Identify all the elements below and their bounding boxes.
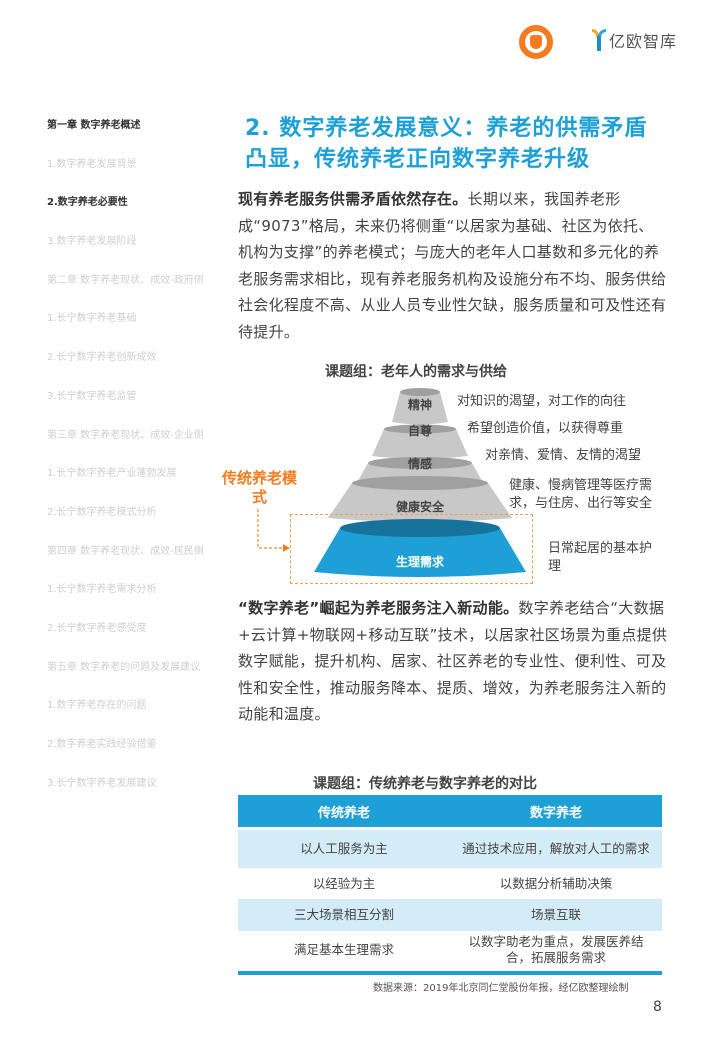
- level-label-health-safety: 健康安全: [395, 500, 444, 514]
- toc-chapter-5[interactable]: 第五章 数字养老的问题及发展建议: [47, 661, 201, 673]
- figure2-title: 课题组：传统养老与数字养老的对比: [313, 776, 537, 792]
- toc-chapter-3[interactable]: 第三章 数字养老现状、成效-企业侧: [47, 429, 204, 441]
- level-label-physiological: 生理需求: [395, 555, 444, 569]
- level-desc-physiological: 日常起居的基本护理: [548, 541, 653, 574]
- level-desc-health-safety: 健康、慢病管理等医疗需求，与住房、出行等安全: [509, 478, 653, 511]
- table-bottom-rule: [238, 971, 662, 975]
- toc-item[interactable]: 2.长宁数字养老创新成效: [47, 352, 157, 364]
- paragraph-body: 数字养老结合“大数据+云计算+物联网+移动互联”技术，以居家社区场景为重点提供数…: [238, 599, 668, 724]
- page-number: 8: [653, 999, 662, 1015]
- toc-item[interactable]: 3.数字养老发展阶段: [47, 236, 137, 248]
- toc-chapter-1[interactable]: 第一章 数字养老概述: [47, 120, 141, 131]
- pyramid-level-health-safety: [328, 476, 512, 522]
- table-cell: 以数字助老为重点，发展医养结合，拓展服务需求: [468, 934, 644, 965]
- table-row: 以人工服务为主 通过技术应用，解放对人工的需求: [238, 828, 662, 868]
- toc-item[interactable]: 1.长宁数字养老基础: [47, 313, 137, 325]
- table-row: 三大场景相互分割 场景互联: [238, 899, 662, 931]
- toc-item[interactable]: 1.数字养老存在的问题: [47, 700, 147, 712]
- level-label-spirit: 精神: [407, 398, 432, 412]
- toc-item[interactable]: 1.长宁数字养老产业蓬勃发展: [47, 468, 177, 480]
- paragraph-body: 长期以来，我国养老形成“9073”格局，未来仍将侧重“以居家为基础、社区为依托、…: [238, 190, 667, 341]
- toc-item[interactable]: 3.长宁数字养老发展建议: [47, 777, 157, 789]
- level-desc-spirit: 对知识的渴望，对工作的向往: [457, 394, 627, 409]
- toc-item[interactable]: 2.数字养老实践经验借鉴: [47, 739, 157, 750]
- level-label-esteem: 自尊: [407, 424, 432, 438]
- traditional-mode-highlight-box: [290, 514, 533, 584]
- arrow-connector-icon: [257, 509, 290, 552]
- toc-item-active[interactable]: 2.数字养老必要性: [47, 197, 128, 209]
- table-cell: 三大场景相互分割: [238, 899, 450, 931]
- toc-chapter-2[interactable]: 第二章 数字养老现状、成效-政府侧: [47, 274, 204, 286]
- level-desc-emotion: 对亲情、爱情、友情的渴望: [485, 448, 642, 463]
- paragraph-lead: 现有养老服务供需矛盾依然存在。: [238, 190, 468, 208]
- table-header-row: 传统养老 数字养老: [238, 795, 662, 830]
- pyramid-level-spirit: [392, 388, 448, 425]
- comparison-table: 传统养老 数字养老 以人工服务为主 通过技术应用，解放对人工的需求 以经验为主 …: [238, 795, 662, 969]
- header-digital: 数字养老: [450, 795, 662, 830]
- needs-pyramid-chart: [314, 388, 526, 577]
- paragraph-supply-demand: 现有养老服务供需矛盾依然存在。长期以来，我国养老形成“9073”格局，未来仍将侧…: [238, 186, 668, 346]
- toc-chapter-4[interactable]: 第四章 数字养老现状、成效-居民侧: [47, 545, 204, 557]
- table-cell: 通过技术应用，解放对人工的需求: [450, 828, 662, 868]
- toc-item[interactable]: 2.长宁数字养老感受度: [47, 622, 147, 634]
- brand-name: 亿欧智库: [609, 32, 678, 51]
- figure1-title: 课题组：老年人的需求与供给: [325, 364, 507, 380]
- table-cell: 以人工服务为主: [238, 828, 450, 868]
- level-desc-esteem: 希望创造价值，以获得尊重: [467, 421, 624, 436]
- toc-item[interactable]: 3.长宁数字养老监管: [47, 390, 137, 402]
- data-source: 数据来源：2019年北京同仁堂股份年报，经亿欧整理绘制: [373, 983, 629, 994]
- table-of-contents: 第一章 数字养老概述 1.数字养老发展背景 2.数字养老必要性 3.数字养老发展…: [47, 119, 227, 815]
- org-logo-icon: [519, 25, 553, 59]
- paragraph-lead: “数字养老”崛起为养老服务注入新动能。: [238, 599, 519, 617]
- table-cell: 满足基本生理需求: [293, 942, 394, 957]
- level-label-emotion: 情感: [407, 457, 432, 471]
- yiou-mark-icon: [592, 29, 606, 51]
- table-cell: 以数据分析辅助决策: [499, 875, 613, 891]
- table-cell: 场景互联: [450, 899, 662, 931]
- table-row: 以经验为主 以数据分析辅助决策: [238, 868, 662, 899]
- traditional-mode-label: 传统养老模式: [222, 469, 298, 506]
- toc-item[interactable]: 2.长宁数字养老模式分析: [47, 506, 157, 518]
- section-title: 2. 数字养老发展意义：养老的供需矛盾凸显，传统养老正向数字养老升级: [245, 116, 648, 172]
- pyramid-level-physiological: [314, 519, 526, 577]
- table-row: 满足基本生理需求 以数字助老为重点，发展医养结合，拓展服务需求: [238, 931, 662, 969]
- header-traditional: 传统养老: [238, 795, 450, 830]
- pyramid-level-esteem: [372, 424, 468, 459]
- table-cell: 以经验为主: [312, 875, 376, 891]
- paragraph-digital-elderly: “数字养老”崛起为养老服务注入新动能。数字养老结合“大数据+云计算+物联网+移动…: [238, 595, 668, 728]
- yiou-brand-logo: 亿欧智库: [592, 28, 677, 52]
- toc-item[interactable]: 1.数字养老发展背景: [47, 158, 137, 170]
- toc-item[interactable]: 1.长宁数字养老需求分析: [47, 584, 157, 596]
